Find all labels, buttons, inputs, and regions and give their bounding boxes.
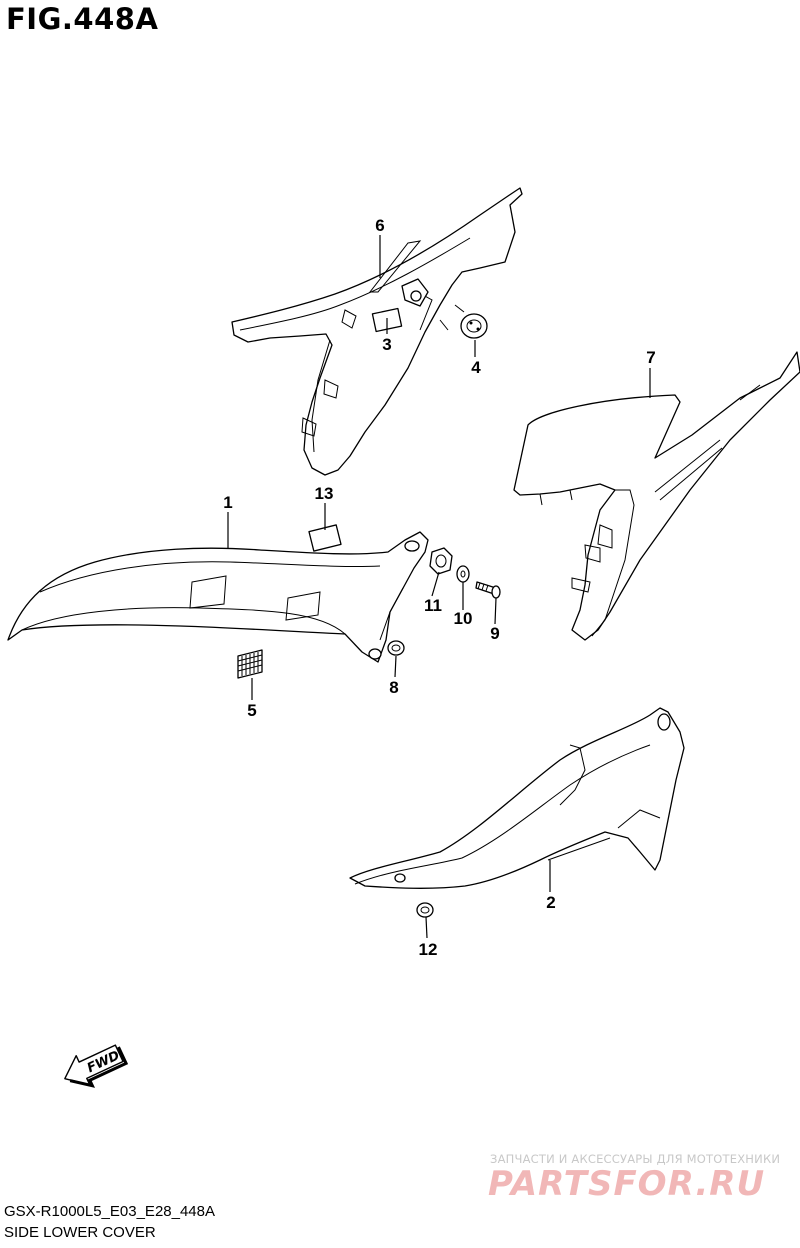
callout-5: 5	[247, 701, 256, 720]
part-10-washer	[456, 565, 470, 583]
callout-1: 1	[223, 493, 232, 512]
callout-11: 11	[424, 596, 442, 615]
part-12-clip	[416, 902, 434, 918]
callout-13: 13	[315, 484, 334, 503]
watermark-tagline: ЗАПЧАСТИ И АКСЕССУАРЫ ДЛЯ МОТОТЕХНИКИ	[490, 1152, 781, 1166]
part-2-lower-cowl	[349, 707, 685, 889]
part-11-nut	[429, 547, 453, 575]
part-9-screw	[475, 581, 501, 599]
callout-2: 2	[546, 893, 555, 912]
callout-4: 4	[471, 358, 481, 377]
callout-8: 8	[389, 678, 398, 697]
fwd-arrow: FWD	[64, 1044, 129, 1088]
part-13-label	[308, 524, 342, 552]
leader-lines	[227, 235, 651, 939]
callout-12: 12	[419, 940, 438, 959]
callout-10: 10	[454, 609, 473, 628]
callout-9: 9	[490, 624, 499, 643]
grommet-part-6	[401, 278, 429, 307]
callout-6: 6	[375, 216, 384, 235]
callout-labels: 6 3 4 7 1 13 11 10 9 5 8 2 12	[223, 216, 655, 959]
footer-model-code: GSX-R1000L5_E03_E28_448A	[4, 1203, 215, 1220]
figure-title: FIG.448A	[6, 2, 159, 36]
part-5-mesh	[237, 649, 263, 679]
callout-7: 7	[646, 348, 655, 367]
callout-3: 3	[382, 335, 391, 354]
footer-section-name: SIDE LOWER COVER	[4, 1224, 156, 1241]
watermark-logo: PARTSFOR.RU	[488, 1164, 766, 1204]
part-7-side-cowl	[513, 351, 800, 641]
part-8-bush	[387, 640, 405, 656]
part-1-side-lower-cover	[7, 531, 429, 663]
part-4-grommet-nut	[460, 313, 488, 339]
